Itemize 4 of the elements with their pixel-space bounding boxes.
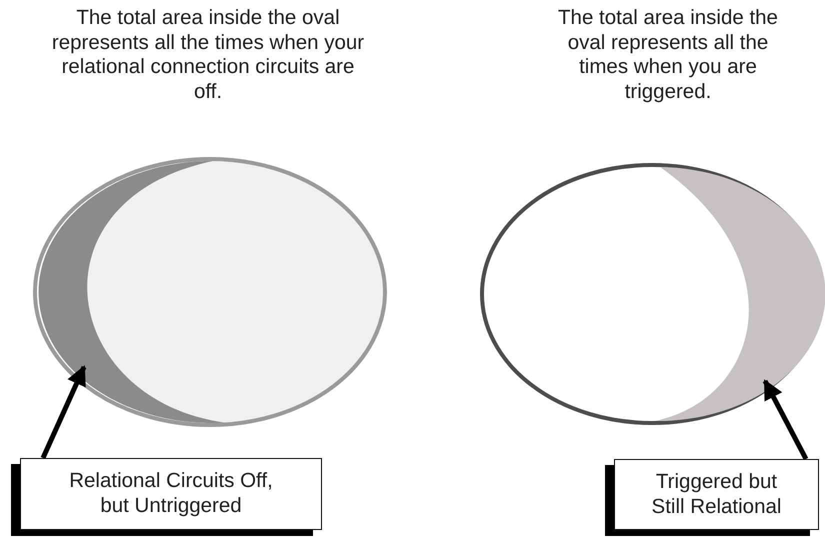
oval-caption: The total area inside the oval represents all the times when your relational connection circuits are off. (52, 6, 364, 103)
arrow (40, 365, 86, 460)
oval-caption: The total area inside the oval represents all the times when you are triggered. (558, 6, 778, 103)
arrow (762, 379, 808, 460)
